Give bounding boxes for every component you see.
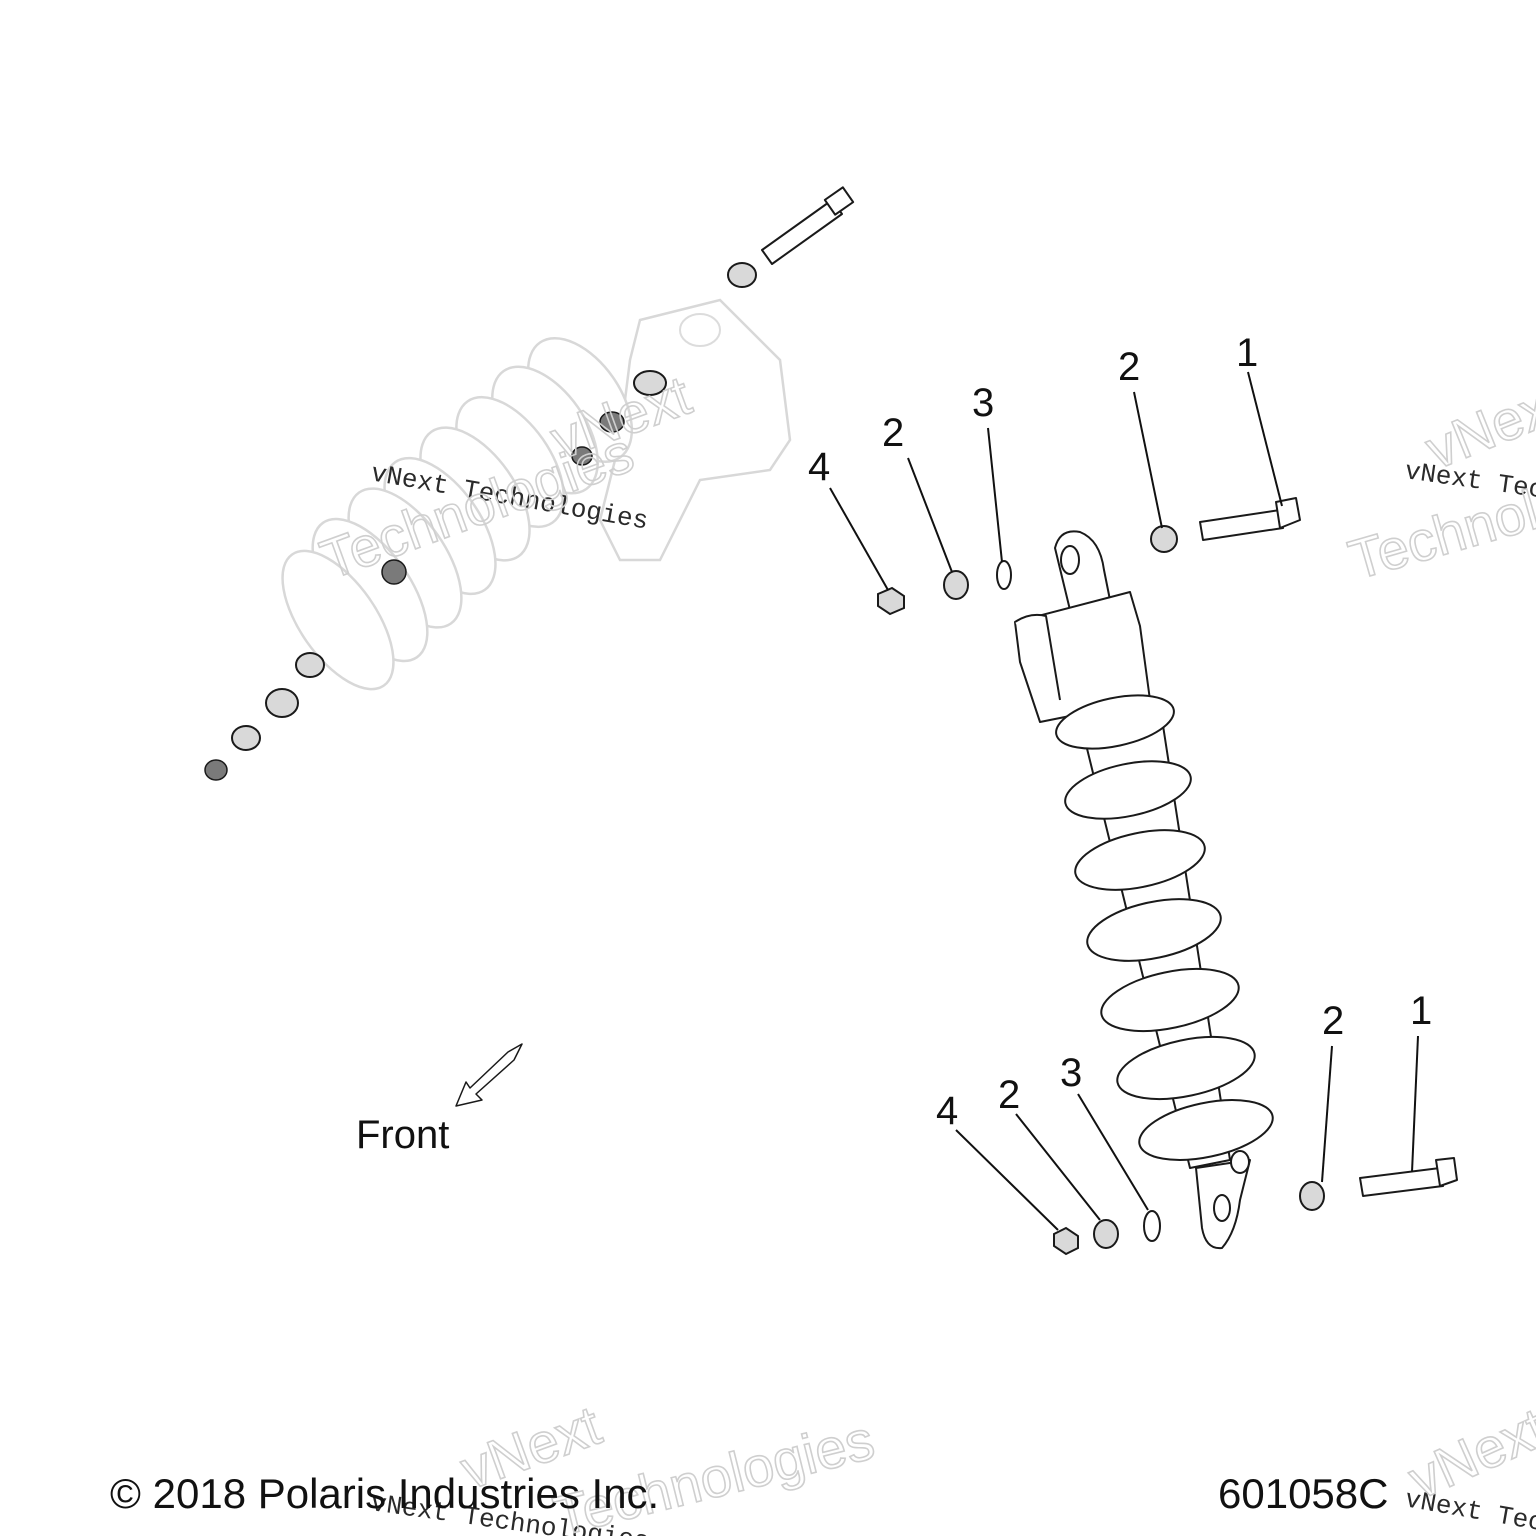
lower-washer <box>1143 1210 1161 1242</box>
lower-bushing-left <box>1093 1219 1119 1249</box>
lower-bushing-right <box>1299 1181 1325 1211</box>
upper-hardware <box>877 497 1301 616</box>
shock-absorber <box>1014 530 1274 1250</box>
lower-bolt <box>1359 1157 1458 1197</box>
upper-bolt <box>1199 497 1301 541</box>
front-arrow-icon <box>455 1043 523 1107</box>
callout-2-upper-left: 2 <box>882 411 904 455</box>
svg-text:vNext: vNext <box>1399 1395 1536 1511</box>
upper-nut <box>877 586 905 616</box>
diagram-number: 601058C <box>1218 1470 1388 1517</box>
svg-text:vNext: vNext <box>1417 369 1536 481</box>
lower-hardware <box>1053 1157 1458 1256</box>
copyright-text: © 2018 Polaris Industries Inc. <box>110 1470 659 1517</box>
upper-washer <box>996 560 1012 590</box>
callout-4-upper: 4 <box>808 445 830 489</box>
callout-3-lower: 3 <box>1060 1051 1082 1095</box>
ghost-bushing-top <box>727 262 757 288</box>
upper-bushing-left <box>943 570 969 600</box>
lower-nut <box>1053 1226 1079 1256</box>
callouts-upper: 1 2 3 4 2 <box>808 331 1258 489</box>
upper-bushing-right <box>1150 525 1178 553</box>
leader-lines <box>829 371 1419 1231</box>
callout-3-upper: 3 <box>972 381 994 425</box>
callout-2-upper-right: 2 <box>1118 345 1140 389</box>
front-label: Front <box>356 1113 449 1157</box>
callout-1-lower: 1 <box>1410 989 1432 1033</box>
callouts-lower: 1 2 3 4 2 <box>936 989 1432 1133</box>
ghost-shock-assembly <box>204 186 855 781</box>
callout-2-lower-left: 2 <box>998 1073 1020 1117</box>
callout-2-lower-right: 2 <box>1322 999 1344 1043</box>
callout-1-upper: 1 <box>1236 331 1258 375</box>
callout-4-lower: 4 <box>936 1089 958 1133</box>
